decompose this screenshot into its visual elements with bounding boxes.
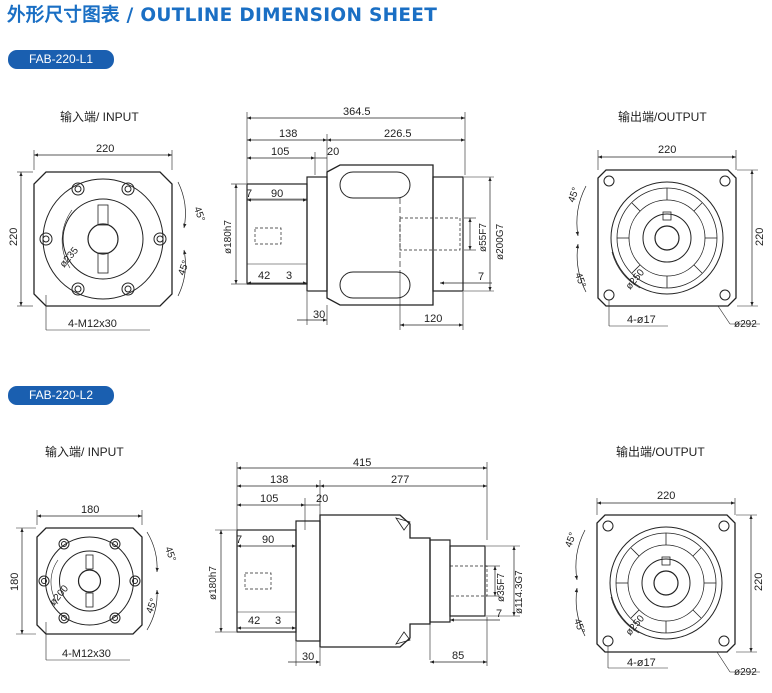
page-title: 外形尺寸图表 / OUTLINE DIMENSION SHEET xyxy=(7,5,438,26)
l2-input-height: 180 xyxy=(9,573,21,591)
l1-input-view: 输入端/ INPUT 220 220 45° 45° xyxy=(8,109,207,331)
l1-output-height: 220 xyxy=(754,228,766,246)
l2-len-85: 85 xyxy=(452,650,464,662)
l2-input-view: 输入端/ INPUT 180 180 45° 45° ø200 4-M12x3 xyxy=(9,444,178,661)
l2-len-42: 42 xyxy=(248,615,260,627)
l1-input-width: 220 xyxy=(96,143,114,155)
l2-dia-180: ø180h7 xyxy=(208,566,219,600)
l2-len-3: 3 xyxy=(275,615,281,627)
l2-output-outer: ø292 xyxy=(734,667,757,678)
l1-output-caption: 输出端/OUTPUT xyxy=(618,109,707,124)
l2-len-30: 30 xyxy=(302,651,314,663)
l1-output-angle-1: 45° xyxy=(566,186,582,204)
l2-len-90: 90 xyxy=(262,534,274,546)
l2-len-7: 7 xyxy=(236,534,242,546)
l2-dia-flange: ø114.3G7 xyxy=(514,570,525,614)
model-badge-l2: FAB-220-L2 xyxy=(8,386,114,405)
l1-input-bolt-circle: ø235 xyxy=(58,245,81,270)
l1-output-outer: ø292 xyxy=(734,319,757,330)
l2-len-7b: 7 xyxy=(496,608,502,620)
l2-len-overall: 415 xyxy=(353,457,371,469)
l2-output-caption: 输出端/OUTPUT xyxy=(616,444,705,459)
l1-output-holes: 4-ø17 xyxy=(627,314,656,326)
l1-input-angle-2: 45° xyxy=(176,259,192,277)
l2-input-angle-1: 45° xyxy=(162,545,178,563)
l1-dia-shaft: ø55F7 xyxy=(478,223,489,252)
l1-output-width: 220 xyxy=(658,144,676,156)
l1-len-30: 30 xyxy=(313,309,325,321)
l2-input-angle-2: 45° xyxy=(144,597,160,615)
l2-len-277: 277 xyxy=(391,474,409,486)
l2-input-caption: 输入端/ INPUT xyxy=(45,444,124,459)
l1-len-20: 20 xyxy=(327,146,339,158)
l1-input-screws: 4-M12x30 xyxy=(68,318,117,330)
model-badge-l1: FAB-220-L1 xyxy=(8,50,114,69)
l1-len-7: 7 xyxy=(246,188,252,200)
l1-side-view: 364.5 138 226.5 105 20 7 90 ø180h7 ø55 xyxy=(223,106,506,330)
l1-len-42: 42 xyxy=(258,270,270,282)
l2-output-width: 220 xyxy=(657,490,675,502)
l1-len-7b: 7 xyxy=(478,271,484,283)
l2-len-138: 138 xyxy=(270,474,288,486)
l1-len-120: 120 xyxy=(424,313,442,325)
l2-side-view: 415 138 277 105 20 7 90 ø180h7 ø35F7 xyxy=(208,457,525,666)
l1-input-height: 220 xyxy=(8,228,20,246)
l2-input-screws: 4-M12x30 xyxy=(62,648,111,660)
l2-len-105: 105 xyxy=(260,493,278,505)
l1-output-pcd: ø250 xyxy=(624,267,647,292)
l2-output-height: 220 xyxy=(753,573,765,591)
l2-dia-shaft: ø35F7 xyxy=(496,573,507,602)
l1-len-3: 3 xyxy=(286,270,292,282)
l1-input-caption: 输入端/ INPUT xyxy=(60,109,139,124)
l1-len-226: 226.5 xyxy=(384,128,412,140)
l1-len-138: 138 xyxy=(279,128,297,140)
l1-input-angle-1: 45° xyxy=(191,205,207,223)
l2-output-view: 输出端/OUTPUT 220 220 45° 45° ø250 xyxy=(563,444,765,678)
l2-output-angle-2: 45° xyxy=(571,617,587,635)
l2-output-angle-1: 45° xyxy=(563,531,579,549)
l1-dia-180: ø180h7 xyxy=(223,220,234,254)
l1-output-angle-2: 45° xyxy=(572,271,588,289)
l2-input-width: 180 xyxy=(81,504,99,516)
l1-len-90: 90 xyxy=(271,188,283,200)
l1-dia-flange: ø200G7 xyxy=(495,223,506,260)
l1-len-105: 105 xyxy=(271,146,289,158)
l1-len-overall: 364.5 xyxy=(343,106,371,118)
l2-output-holes: 4-ø17 xyxy=(627,657,656,669)
l2-len-20: 20 xyxy=(316,493,328,505)
l1-output-view: 输出端/OUTPUT 220 220 45° 45° ø250 xyxy=(566,109,766,330)
